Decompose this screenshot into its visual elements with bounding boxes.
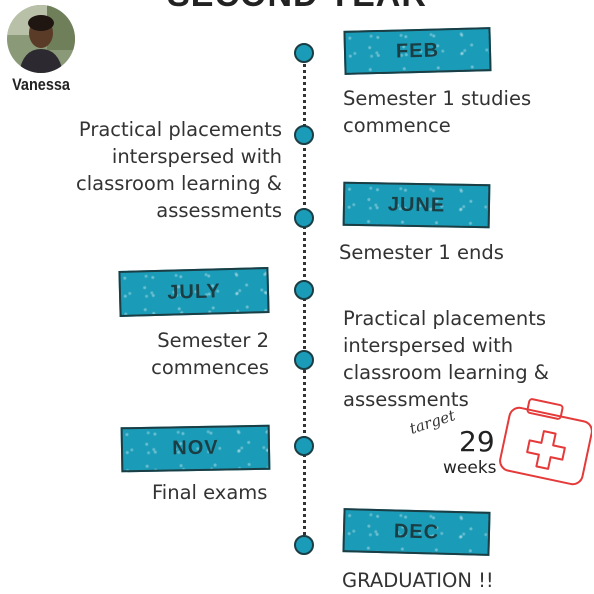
month-banner-june: JUNE	[342, 181, 491, 229]
practical-placements-right: Practical placements interspersed with c…	[343, 307, 550, 411]
avatar-name: Vanessa	[12, 75, 70, 94]
target-weeks-unit: weeks	[443, 458, 497, 478]
avatar-photo	[7, 5, 75, 73]
month-banner-nov: NOV	[120, 424, 271, 473]
june-description: Semester 1 ends	[339, 241, 504, 264]
timeline-dot	[294, 125, 314, 145]
feb-description: Semester 1 studies commence	[343, 87, 532, 137]
timeline-dot	[294, 280, 314, 300]
month-banner-feb: FEB	[343, 27, 492, 75]
page-heading: SECOND YEAR	[0, 0, 594, 12]
timeline-dot	[294, 535, 314, 555]
dec-description: GRADUATION !!	[342, 569, 494, 592]
july-description: Semester 2 commences	[151, 329, 269, 379]
timeline-dot	[294, 350, 314, 370]
month-banner-dec: DEC	[342, 508, 491, 556]
nov-description: Final exams	[152, 481, 268, 504]
practical-placements-left: Practical placements interspersed with c…	[75, 118, 282, 222]
timeline-dot	[294, 436, 314, 456]
timeline-dot	[294, 43, 314, 63]
avatar	[7, 5, 75, 73]
target-weeks-value: 29	[459, 425, 495, 458]
first-aid-kit-icon	[499, 398, 592, 486]
timeline-dot	[294, 208, 314, 228]
month-banner-july: JULY	[118, 267, 270, 317]
